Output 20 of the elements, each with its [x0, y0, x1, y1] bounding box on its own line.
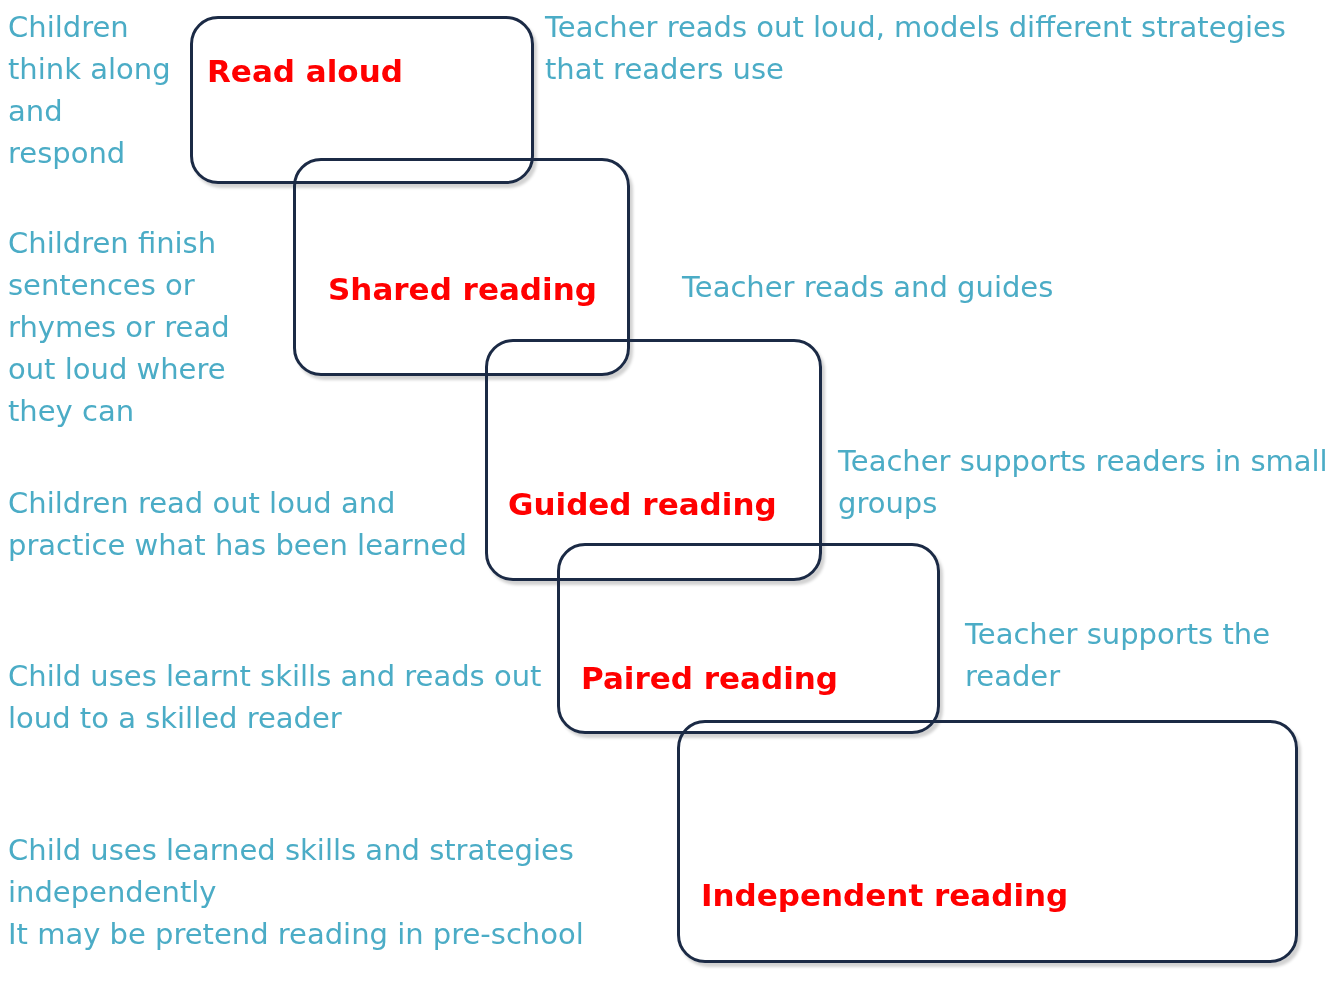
stage-title: Shared reading — [328, 270, 597, 309]
description-text: Teacher reads out loud, models different strategies that readers use — [545, 9, 1287, 88]
stage-title: Paired reading — [581, 659, 839, 698]
description-text: Teacher supports the reader — [965, 616, 1271, 695]
rounded-box — [190, 16, 534, 184]
description-text: Child uses learned skills and strategies independently — [8, 832, 575, 911]
rounded-box — [677, 720, 1298, 963]
rounded-box — [557, 543, 940, 734]
stage-title: Read aloud — [207, 52, 403, 91]
description-text: Children read out loud and practice what has been learned — [8, 485, 468, 564]
rounded-box — [485, 339, 822, 581]
description-text: Child uses learnt skills and reads out loud to a skilled reader — [8, 658, 543, 737]
stage-title: Guided reading — [508, 485, 777, 524]
description-text: Teacher supports readers in small groups — [838, 443, 1328, 522]
description-text: Children think along and respond — [8, 9, 172, 172]
stage-title: Independent reading — [701, 876, 1069, 915]
rounded-box — [293, 158, 630, 376]
description-text: It may be pretend reading in pre-school — [8, 916, 585, 953]
description-text: Children finish sentences or rhymes or read out loud where they can — [8, 225, 231, 430]
description-text: Teacher reads and guides — [682, 269, 1055, 306]
